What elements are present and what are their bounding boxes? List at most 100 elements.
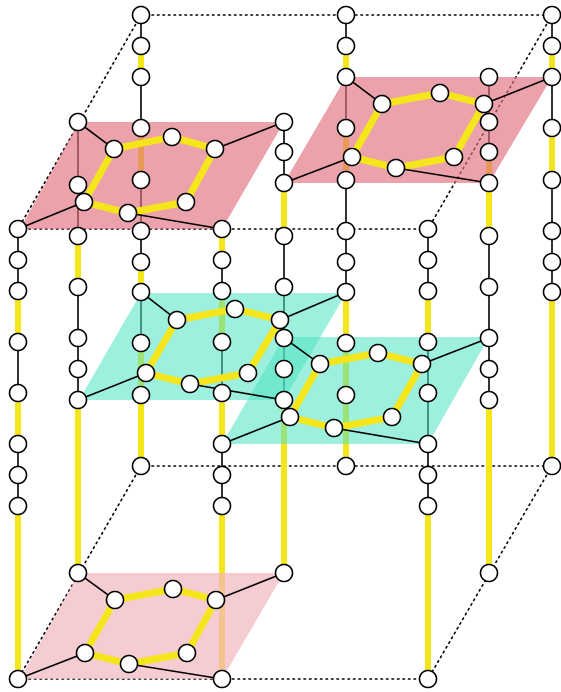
- atom: [418, 250, 438, 270]
- connector-bond: [333, 427, 429, 445]
- ring-atom: [205, 139, 225, 159]
- atom: [212, 465, 232, 485]
- atom: [131, 456, 151, 476]
- atom: [542, 221, 561, 241]
- atom: [479, 359, 499, 379]
- atom: [418, 332, 438, 352]
- ring-atom: [310, 354, 330, 374]
- atom: [418, 669, 438, 689]
- atom: [336, 252, 356, 272]
- ring-atom: [163, 579, 183, 599]
- connector-bond: [283, 156, 353, 184]
- ring-bond: [378, 89, 444, 108]
- atom: [479, 67, 499, 87]
- atom: [8, 434, 28, 454]
- atom: [336, 333, 356, 353]
- ring-atom: [75, 643, 95, 663]
- atom: [131, 170, 151, 190]
- atom: [542, 118, 561, 138]
- ring-bond: [111, 585, 177, 604]
- connector-bond: [214, 121, 285, 150]
- connector-bond: [221, 416, 291, 445]
- atom: [131, 36, 151, 56]
- atom: [336, 118, 356, 138]
- atom: [212, 496, 232, 516]
- atom: [479, 173, 499, 193]
- ring-bond: [142, 316, 181, 377]
- atom: [212, 250, 232, 270]
- ring-bond: [316, 349, 382, 368]
- connector-bond: [395, 167, 490, 184]
- atom: [68, 175, 88, 195]
- connector-bond: [17, 652, 86, 680]
- atom: [274, 359, 294, 379]
- connector-bond: [279, 291, 347, 321]
- atom: [68, 226, 88, 246]
- atom: [8, 332, 28, 352]
- atom: [68, 563, 88, 583]
- atom: [131, 385, 151, 405]
- atom: [131, 221, 151, 241]
- ring-atom: [412, 354, 432, 374]
- atom: [274, 142, 294, 162]
- ring-atom: [444, 147, 464, 167]
- ring-atom: [225, 299, 245, 319]
- atom: [131, 118, 151, 138]
- atom: [68, 328, 88, 348]
- ring-atom: [167, 310, 187, 330]
- atom: [479, 277, 499, 297]
- atom: [131, 252, 151, 272]
- atom: [336, 385, 356, 405]
- atom: [336, 221, 356, 241]
- atom: [8, 219, 28, 239]
- atom: [8, 496, 28, 516]
- connector-bond: [128, 663, 223, 680]
- atom: [418, 434, 438, 454]
- atom: [8, 383, 28, 403]
- atom: [336, 36, 356, 56]
- atom: [542, 252, 561, 272]
- atom: [479, 390, 499, 410]
- atom: [542, 5, 561, 25]
- cell-edge: [17, 14, 142, 230]
- ring-bond: [244, 316, 284, 377]
- atom: [418, 219, 438, 239]
- connector-bond: [17, 201, 85, 230]
- atom: [479, 112, 499, 132]
- ring-bond: [388, 360, 426, 421]
- ring-atom: [270, 310, 290, 330]
- atom: [336, 282, 356, 302]
- connector-bond: [77, 372, 147, 401]
- ring-bond: [450, 100, 488, 161]
- connector-bond: [483, 76, 553, 105]
- atom: [336, 456, 356, 476]
- atom: [336, 67, 356, 87]
- atom: [212, 669, 232, 689]
- atoms: [8, 5, 561, 689]
- ring-bond: [330, 413, 396, 432]
- atom: [274, 173, 294, 193]
- atom: [8, 465, 28, 485]
- atom: [479, 226, 499, 246]
- atom: [68, 359, 88, 379]
- ring-atom: [162, 127, 182, 147]
- ring-bond: [80, 145, 118, 206]
- ring-bond: [348, 100, 386, 161]
- ring-atom: [180, 374, 200, 394]
- atom: [479, 142, 499, 162]
- ring-atom: [119, 654, 139, 674]
- ring-bond: [124, 198, 190, 217]
- atom: [274, 112, 294, 132]
- ring-atom: [206, 590, 226, 610]
- atom: [274, 390, 294, 410]
- atom: [212, 383, 232, 403]
- atom: [542, 67, 561, 87]
- ring-atom: [118, 203, 138, 223]
- ring-atom: [105, 590, 125, 610]
- atom: [8, 669, 28, 689]
- atom: [418, 383, 438, 403]
- atom: [212, 219, 232, 239]
- atom: [274, 328, 294, 348]
- ring-atom: [368, 343, 388, 363]
- atom: [212, 332, 232, 352]
